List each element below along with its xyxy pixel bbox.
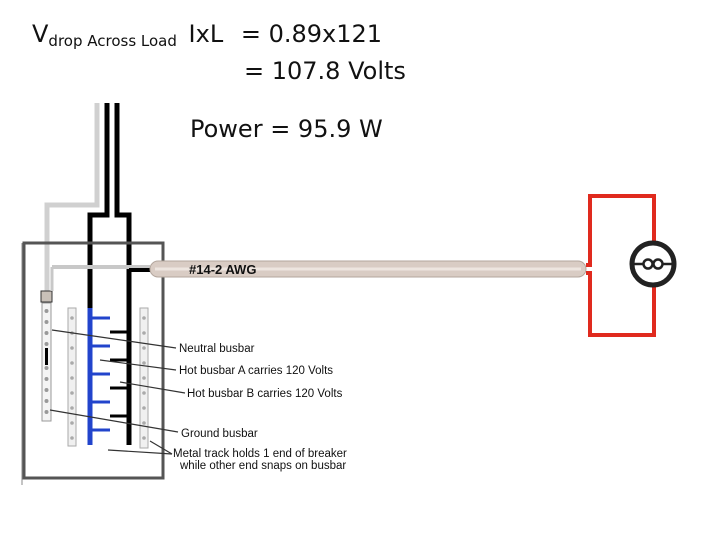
hot-busbar-a <box>87 308 110 445</box>
label-hot-busbar-b: Hot busbar B carries 120 Volts <box>187 388 343 400</box>
cable-14-2-awg <box>149 260 587 278</box>
hot-busbar-b <box>110 330 129 418</box>
neutral-busbar <box>41 302 52 422</box>
vdrop-formula-line1: Vdrop Across Load IxL = 0.89x121 <box>32 20 382 50</box>
label-hot-busbar-a: Hot busbar A carries 120 Volts <box>179 365 333 377</box>
vdrop-result: = 107.8 Volts <box>244 57 406 85</box>
ground-busbar <box>67 307 77 447</box>
v-symbol: V <box>32 20 49 48</box>
label-neutral-busbar: Neutral busbar <box>179 343 255 355</box>
label-ground-busbar: Ground busbar <box>181 428 258 440</box>
label-metal-track-1: Metal track holds 1 end of breaker <box>173 448 347 460</box>
cable-label: #14-2 AWG <box>189 262 256 277</box>
panel-enclosure <box>22 241 165 480</box>
ixl-product: IxL <box>188 20 224 48</box>
formula-rhs: = 0.89x121 <box>240 20 383 48</box>
callout-leaders <box>49 329 186 455</box>
v-subscript: drop Across Load <box>48 32 177 50</box>
incoming-neutral-wire <box>44 103 100 292</box>
metal-track <box>139 307 149 449</box>
lamp-icon <box>629 240 677 288</box>
label-metal-track-2: while other end snaps on busbar <box>179 460 346 472</box>
incoming-hot-wire-b <box>114 103 132 445</box>
load-wire-loop <box>586 194 656 337</box>
power-result: Power = 95.9 W <box>190 115 383 143</box>
neutral-lug <box>40 290 53 303</box>
